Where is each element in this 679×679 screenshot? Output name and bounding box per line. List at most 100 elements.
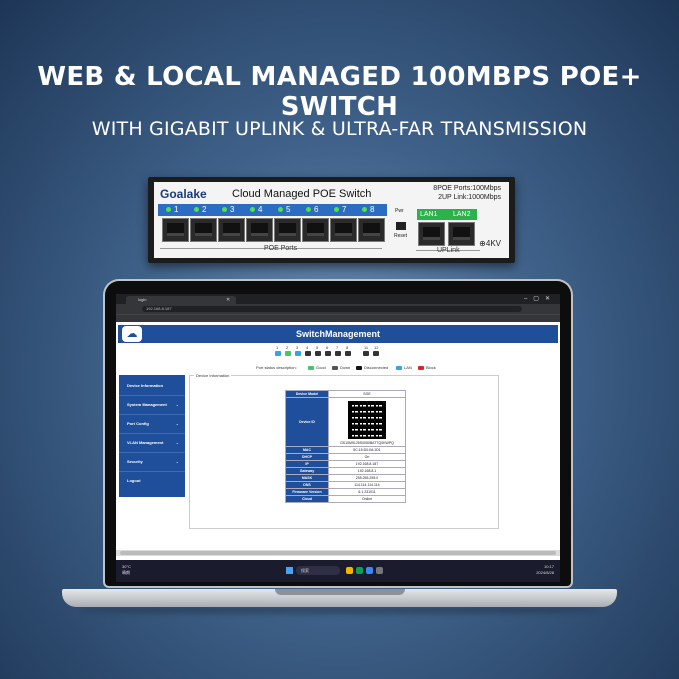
field-value: 6.1.231011 [328,488,406,496]
port-status-icon[interactable] [285,351,291,356]
subheadline: WITH GIGABIT UPLINK & ULTRA-FAR TRANSMIS… [91,118,588,140]
system-clock[interactable]: 10:17 2024/8/28 [536,564,554,576]
field-label: DNS [285,481,329,489]
clock-date: 2024/8/28 [536,570,554,575]
table-row: Device ID GS10M5125S0050BATTQ0KWPQ [285,397,406,447]
rj45-port-1 [162,218,189,242]
window-controls[interactable]: –▢✕ [523,296,556,302]
switch-title: Cloud Managed POE Switch [232,188,372,200]
sidebar-item-logout[interactable]: Logout [119,472,185,490]
legend-block: Block [418,365,436,370]
app-title: SwitchManagement [295,329,380,339]
legend-good-text: Good [316,365,326,370]
port-number: 7 [336,345,339,350]
port-status-icon[interactable] [363,351,369,356]
lan1-label: LAN1 [420,211,438,218]
field-label: MASK [285,474,329,482]
url-text: 192.168.8.187 [146,306,172,311]
port-led-1 [166,207,171,212]
laptop-notch [275,589,405,595]
port-status-icon[interactable] [315,351,321,356]
rj45-port-7 [330,218,357,242]
poe-switch-device: Goalake Cloud Managed POE Switch 8POE Po… [148,177,515,263]
port-status-icon[interactable] [305,351,311,356]
port-number: 6 [326,345,329,350]
field-value: 255.255.255.0 [328,474,406,482]
address-bar: 192.168.8.187 [116,304,560,314]
uplink-bracket [416,250,480,251]
port-led-3 [222,207,227,212]
port-number: 3 [230,205,235,214]
rj45-port-4 [246,218,273,242]
port-number: 7 [342,205,347,214]
legend-lan-text: LAN [404,365,412,370]
browser-tab[interactable]: login ✕ [126,296,236,304]
port-status-icon[interactable] [325,351,331,356]
switch-front-panel: Goalake Cloud Managed POE Switch 8POE Po… [154,182,509,258]
scrollbar-thumb[interactable] [120,551,556,555]
windows-start-icon[interactable] [286,567,293,574]
weather-widget[interactable]: 30°C 晴朗 [122,564,131,576]
switch-web-app: ☁ SwitchManagement 1 2 3 4 5 6 7 8 11 12 [116,322,560,560]
sidebar-item-label: Device Information [127,383,164,388]
sidebar-item-device-information[interactable]: Device Information [119,377,185,396]
switch-brand: Goalake [160,187,207,201]
legend-down-text: Down [340,365,351,370]
port-led-4 [250,207,255,212]
horizontal-scrollbar[interactable] [116,550,560,556]
sidebar-item-label: VLAN Management [127,440,164,445]
lan2-label: LAN2 [453,211,471,218]
tab-title: login [138,297,147,302]
field-label: Firmware Version [285,488,329,496]
port-number: 1 [174,205,179,214]
chevron-down-icon: ⌄ [175,421,179,426]
legend-block-text: Block [426,365,436,370]
chevron-down-icon: ⌄ [175,459,179,464]
close-icon[interactable]: ✕ [226,297,231,303]
field-value: 114.114.114.114 [328,481,406,489]
edge-icon[interactable] [366,567,373,574]
store-icon[interactable] [376,567,383,574]
port-led-2 [194,207,199,212]
port-status-icon[interactable] [295,351,301,356]
port-status-icon[interactable] [335,351,341,356]
field-label: Device ID [285,397,329,447]
rj45-port-5 [274,218,301,242]
port-status-icon[interactable] [345,351,351,356]
port-number: 2 [286,345,289,350]
field-value: On [328,453,406,461]
port-number: 3 [296,345,299,350]
sidebar-item-system-management[interactable]: System Management ⌄ [119,396,185,415]
rj45-port-2 [190,218,217,242]
port-status-icon[interactable] [275,351,281,356]
uplink-label: UPLink [437,247,460,254]
port-number: 4 [306,345,309,350]
field-value: GS10M5125S0050BATTQ0KWPQ [340,441,394,445]
app-header: ☁ SwitchManagement [118,325,558,343]
legend-lan: LAN [396,365,412,370]
pwr-label: Pwr [395,208,404,214]
field-value: Online [328,495,406,503]
cloud-logo-icon: ☁ [122,326,142,342]
field-value: 5C:15:D0:0A:1D1 [328,446,406,454]
poe-ports-label: POE Ports [264,245,298,252]
field-label: Cloud [285,495,329,503]
taskbar-search[interactable]: 搜索 [296,566,340,575]
field-label: Device Model [285,390,329,398]
reset-button [396,222,406,230]
sidebar-item-vlan-management[interactable]: VLAN Management ⌄ [119,434,185,453]
chevron-down-icon: ⌄ [175,440,179,445]
port-number: 5 [286,205,291,214]
rj45-port-8 [358,218,385,242]
url-input[interactable]: 192.168.8.187 [142,306,522,312]
laptop-base [62,589,617,607]
sidebar-item-security[interactable]: Security ⌄ [119,453,185,472]
chevron-down-icon: ⌄ [175,402,179,407]
chrome-icon[interactable] [356,567,363,574]
port-status-icon[interactable] [373,351,379,356]
file-explorer-icon[interactable] [346,567,353,574]
port-number: 6 [314,205,319,214]
sidebar-item-port-config[interactable]: Port Config ⌄ [119,415,185,434]
